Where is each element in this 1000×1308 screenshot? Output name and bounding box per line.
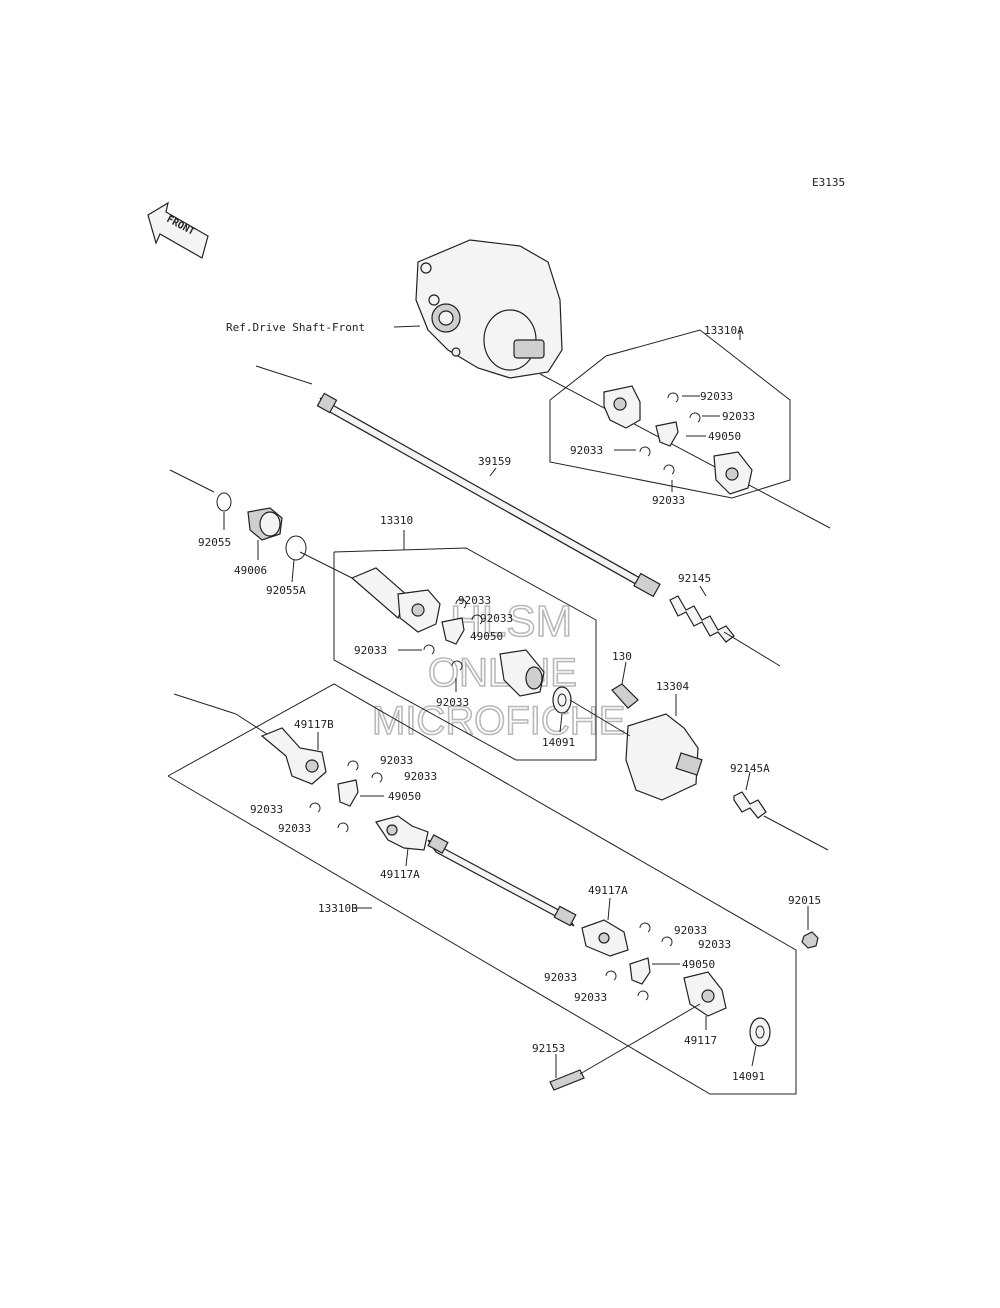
label-92145: 92145 xyxy=(678,572,711,585)
label-92033: 92033 xyxy=(544,971,577,984)
label-92033: 92033 xyxy=(354,644,387,657)
label-49050: 49050 xyxy=(470,630,503,643)
cover-13304: 13304 xyxy=(569,680,703,801)
transmission-housing xyxy=(415,239,563,379)
seal-group: 92055 49006 92055A xyxy=(169,469,307,597)
bolt-92153: 92153 xyxy=(532,1003,701,1091)
label-49050: 49050 xyxy=(682,958,715,971)
label-92033: 92033 xyxy=(436,696,469,709)
label-92033: 92033 xyxy=(404,770,437,783)
bolt-130: 130 xyxy=(611,650,639,709)
label-13310: 13310 xyxy=(380,514,413,527)
label-13310B: 13310B xyxy=(318,902,358,915)
label-92055A: 92055A xyxy=(266,584,306,597)
label-92015: 92015 xyxy=(788,894,821,907)
label-92033: 92033 xyxy=(700,390,733,403)
label-92033: 92033 xyxy=(722,410,755,423)
label-49117A: 49117A xyxy=(380,868,420,881)
label-92033: 92033 xyxy=(250,803,283,816)
assembly-13310: 13310 92033 92033 49050 92033 92033 xyxy=(299,514,597,761)
propeller-shaft-39159: 39159 xyxy=(255,365,661,598)
label-39159: 39159 xyxy=(478,455,511,468)
label-14091: 14091 xyxy=(732,1070,765,1083)
diagram-code: E3135 xyxy=(812,176,845,189)
front-arrow-icon: FRONT xyxy=(147,201,209,259)
label-92033: 92033 xyxy=(570,444,603,457)
svg-text:HLSM: HLSM xyxy=(450,597,572,646)
assembly-13310A: 13310A 92033 92033 49050 92033 92033 xyxy=(539,324,831,529)
assembly-13310B: 49117B 92033 92033 49050 92033 92033 491… xyxy=(167,683,797,1095)
label-14091: 14091 xyxy=(542,736,575,749)
ref-drive-shaft-front: Ref.Drive Shaft-Front xyxy=(226,321,365,334)
label-49050: 49050 xyxy=(708,430,741,443)
label-92033: 92033 xyxy=(674,924,707,937)
spring-92145: 92145 xyxy=(669,572,781,667)
label-13310A: 13310A xyxy=(704,324,744,337)
label-49117A: 49117A xyxy=(588,884,628,897)
label-92033: 92033 xyxy=(480,612,513,625)
label-49117: 49117 xyxy=(684,1034,717,1047)
label-49117B: 49117B xyxy=(294,718,334,731)
label-92033: 92033 xyxy=(574,991,607,1004)
label-13304: 13304 xyxy=(656,680,689,693)
label-92033: 92033 xyxy=(652,494,685,507)
label-49006: 49006 xyxy=(234,564,267,577)
label-92153: 92153 xyxy=(532,1042,565,1055)
label-130: 130 xyxy=(612,650,632,663)
label-92033: 92033 xyxy=(380,754,413,767)
spring-92145A: 92145A xyxy=(730,762,829,851)
label-92033: 92033 xyxy=(458,594,491,607)
washer-14091: 14091 xyxy=(542,686,575,749)
nut-92015: 92015 xyxy=(788,894,821,949)
label-92033: 92033 xyxy=(278,822,311,835)
label-92055: 92055 xyxy=(198,536,231,549)
label-92033: 92033 xyxy=(698,938,731,951)
washer-14091-lower: 14091 xyxy=(732,1017,771,1083)
svg-text:MICROFICHE: MICROFICHE xyxy=(372,699,625,743)
label-49050: 49050 xyxy=(388,790,421,803)
label-92145A: 92145A xyxy=(730,762,770,775)
